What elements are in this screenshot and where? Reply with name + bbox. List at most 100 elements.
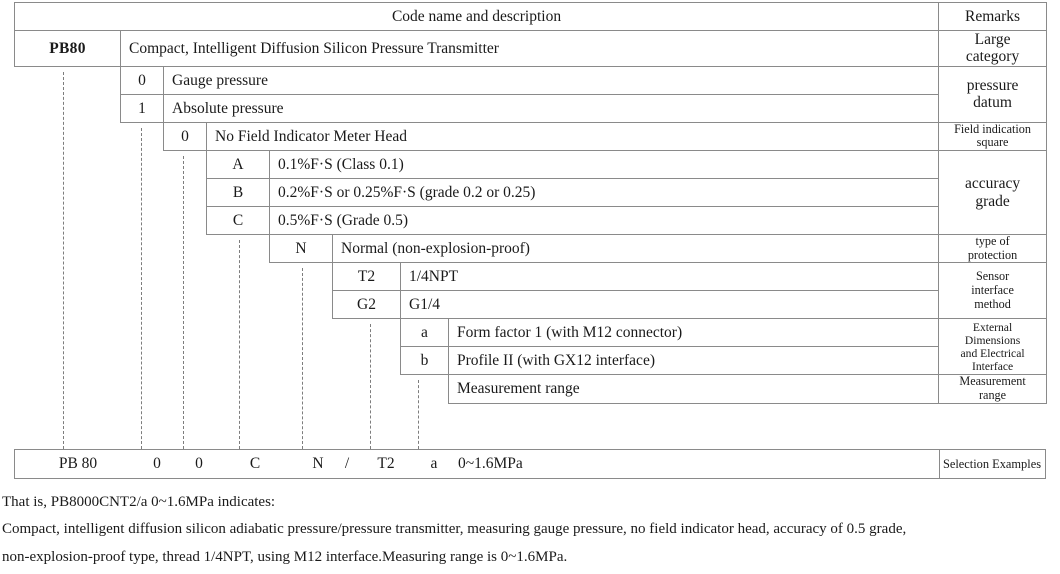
remark-field-indication-line2: square [976,135,1009,150]
row-protection-n: N Normal (non-explosion-proof) type of p… [15,234,1048,264]
gutter-cell [207,375,270,403]
desc-no-field-indicator: No Field Indicator Meter Head [205,121,940,152]
gutter-cell [121,179,164,207]
table-header-row: Code name and description Remarks [13,2,1048,31]
row-interface-t2: T2 1/4NPT Sensor interface method [15,262,1048,320]
remark-type-of-protection-line2: protection [967,247,1018,262]
gutter-cell [270,347,333,375]
code-absolute-pressure: 1 [120,93,164,123]
desc-gauge-pressure: Gauge pressure [162,65,940,95]
gutter-cell [270,375,333,403]
header-remarks: Remarks [938,2,1048,31]
desc-interface-t2: 1/4NPT [399,262,940,292]
row-dimensions-b: b Profile II (with GX12 interface) [15,346,1047,376]
remark-accuracy-grade-line2: grade [975,192,1010,210]
remark-field-indication-line1: Field indication [954,121,1031,136]
row-accuracy-c: C 0.5%F·S (Grade 0.5) [15,206,1047,236]
gutter-cell [401,375,449,403]
gutter-cell [15,122,121,150]
code-protection-n: N [269,234,333,264]
remark-pressure-datum-line1: pressure [966,76,1019,94]
row-large-category: PB80 Compact, Intelligent Diffusion Sili… [14,30,1048,67]
example-segment-protection: N [312,455,324,472]
remark-external-dimensions-line1: External [972,320,1013,334]
gutter-cell [121,151,164,179]
desc-absolute-pressure: Absolute pressure [162,93,940,123]
gutter-cell [15,66,121,94]
gutter-cell [121,263,164,291]
remark-sensor-interface-method: Sensor interface method [938,262,1048,320]
desc-dimensions-b: Profile II (with GX12 interface) [447,346,940,376]
footnote-line-1: That is, PB8000CNT2/a 0~1.6MPa indicates… [2,494,276,510]
gutter-cell [121,207,164,235]
footnote-block: That is, PB8000CNT2/a 0~1.6MPa indicates… [2,492,1058,574]
example-segment-sensor-interface: T2 [377,455,395,472]
gutter-cell [15,235,121,263]
selection-example-inner: PB 80 0 0 C N / T2 a 0~1.6MPa Selection … [15,450,1045,478]
code-accuracy-a: A [206,150,270,180]
desc-protection-n: Normal (non-explosion-proof) [331,234,940,264]
gutter-cell [164,375,207,403]
example-segment-measurement-range: 0~1.6MPa [458,455,523,472]
gutter-cell [164,291,207,319]
gutter-cell [207,235,270,263]
gutter-cell [15,375,121,403]
gutter-cell [121,235,164,263]
remark-sensor-interface-line1: Sensor [975,269,1010,284]
remark-measurement-range: Measurement range [938,374,1048,404]
remark-accuracy-grade: accuracy grade [938,150,1048,236]
example-segment-category: PB 80 [58,455,98,472]
remark-external-dimensions-line2: Dimensions [964,333,1021,347]
desc-accuracy-a: 0.1%F·S (Class 0.1) [268,150,940,180]
remark-field-indication: Field indication square [938,121,1048,152]
selection-example-row: PB 80 0 0 C N / T2 a 0~1.6MPa Selection … [14,449,1046,479]
example-segment-pressure-datum: 0 [153,455,161,472]
gutter-cell [207,291,270,319]
remark-measurement-range-line2: range [979,388,1007,402]
footnote-line-3: non-explosion-proof type, thread 1/4NPT,… [2,548,568,565]
example-segment-field-indication: 0 [195,455,203,472]
remark-external-dimensions: External Dimensions and Electrical Inter… [938,318,1048,376]
code-accuracy-c: C [206,206,270,236]
gutter-cell [15,151,121,179]
gutter-cell [15,179,121,207]
gutter-cell [333,347,401,375]
gutter-cell [164,151,207,179]
gutter-cell [164,207,207,235]
gutter-cell [15,347,121,375]
row-field-indicator: 0 No Field Indicator Meter Head Field in… [15,121,1048,152]
remark-accuracy-grade-line1: accuracy [965,175,1021,193]
gutter-cell [333,319,401,347]
remark-external-dimensions-line3: and Electrical [960,346,1025,360]
code-no-field-indicator: 0 [163,121,207,152]
remark-type-of-protection-line1: type of [975,234,1010,249]
gutter-cell [207,263,270,291]
gutter-cell [207,319,270,347]
code-accuracy-b: B [206,178,270,208]
gutter-cell [15,319,121,347]
desc-measurement-range: Measurement range [447,374,940,404]
gutter-cell [15,291,121,319]
gutter-cell [121,319,164,347]
desc-large-category: Compact, Intelligent Diffusion Silicon P… [119,30,940,67]
row-accuracy-b: B 0.2%F·S or 0.25%F·S (grade 0.2 or 0.25… [15,178,1047,208]
gutter-cell [164,347,207,375]
example-segment-accuracy: C [249,455,261,472]
gutter-cell [15,263,121,291]
gutter-cell [15,94,121,122]
example-segment-separator: / [344,455,350,472]
row-accuracy-a: A 0.1%F·S (Class 0.1) accuracy grade [15,150,1048,236]
gutter-cell [121,375,164,403]
remark-pressure-datum-line2: datum [973,94,1012,112]
row-gauge-pressure: 0 Gauge pressure pressure datum [15,65,1048,123]
desc-dimensions-a: Form factor 1 (with M12 connector) [447,318,940,348]
remark-selection-examples: Selection Examples [942,456,1042,471]
gutter-cell [15,207,121,235]
product-code-table: Code name and description Remarks PB80 C… [13,2,1048,404]
gutter-cell [270,263,333,291]
gutter-cell [121,122,164,150]
remark-type-of-protection: type of protection [938,234,1048,264]
gutter-cell [270,319,333,347]
example-remark-divider [939,450,940,478]
code-dimensions-b: b [400,346,449,376]
